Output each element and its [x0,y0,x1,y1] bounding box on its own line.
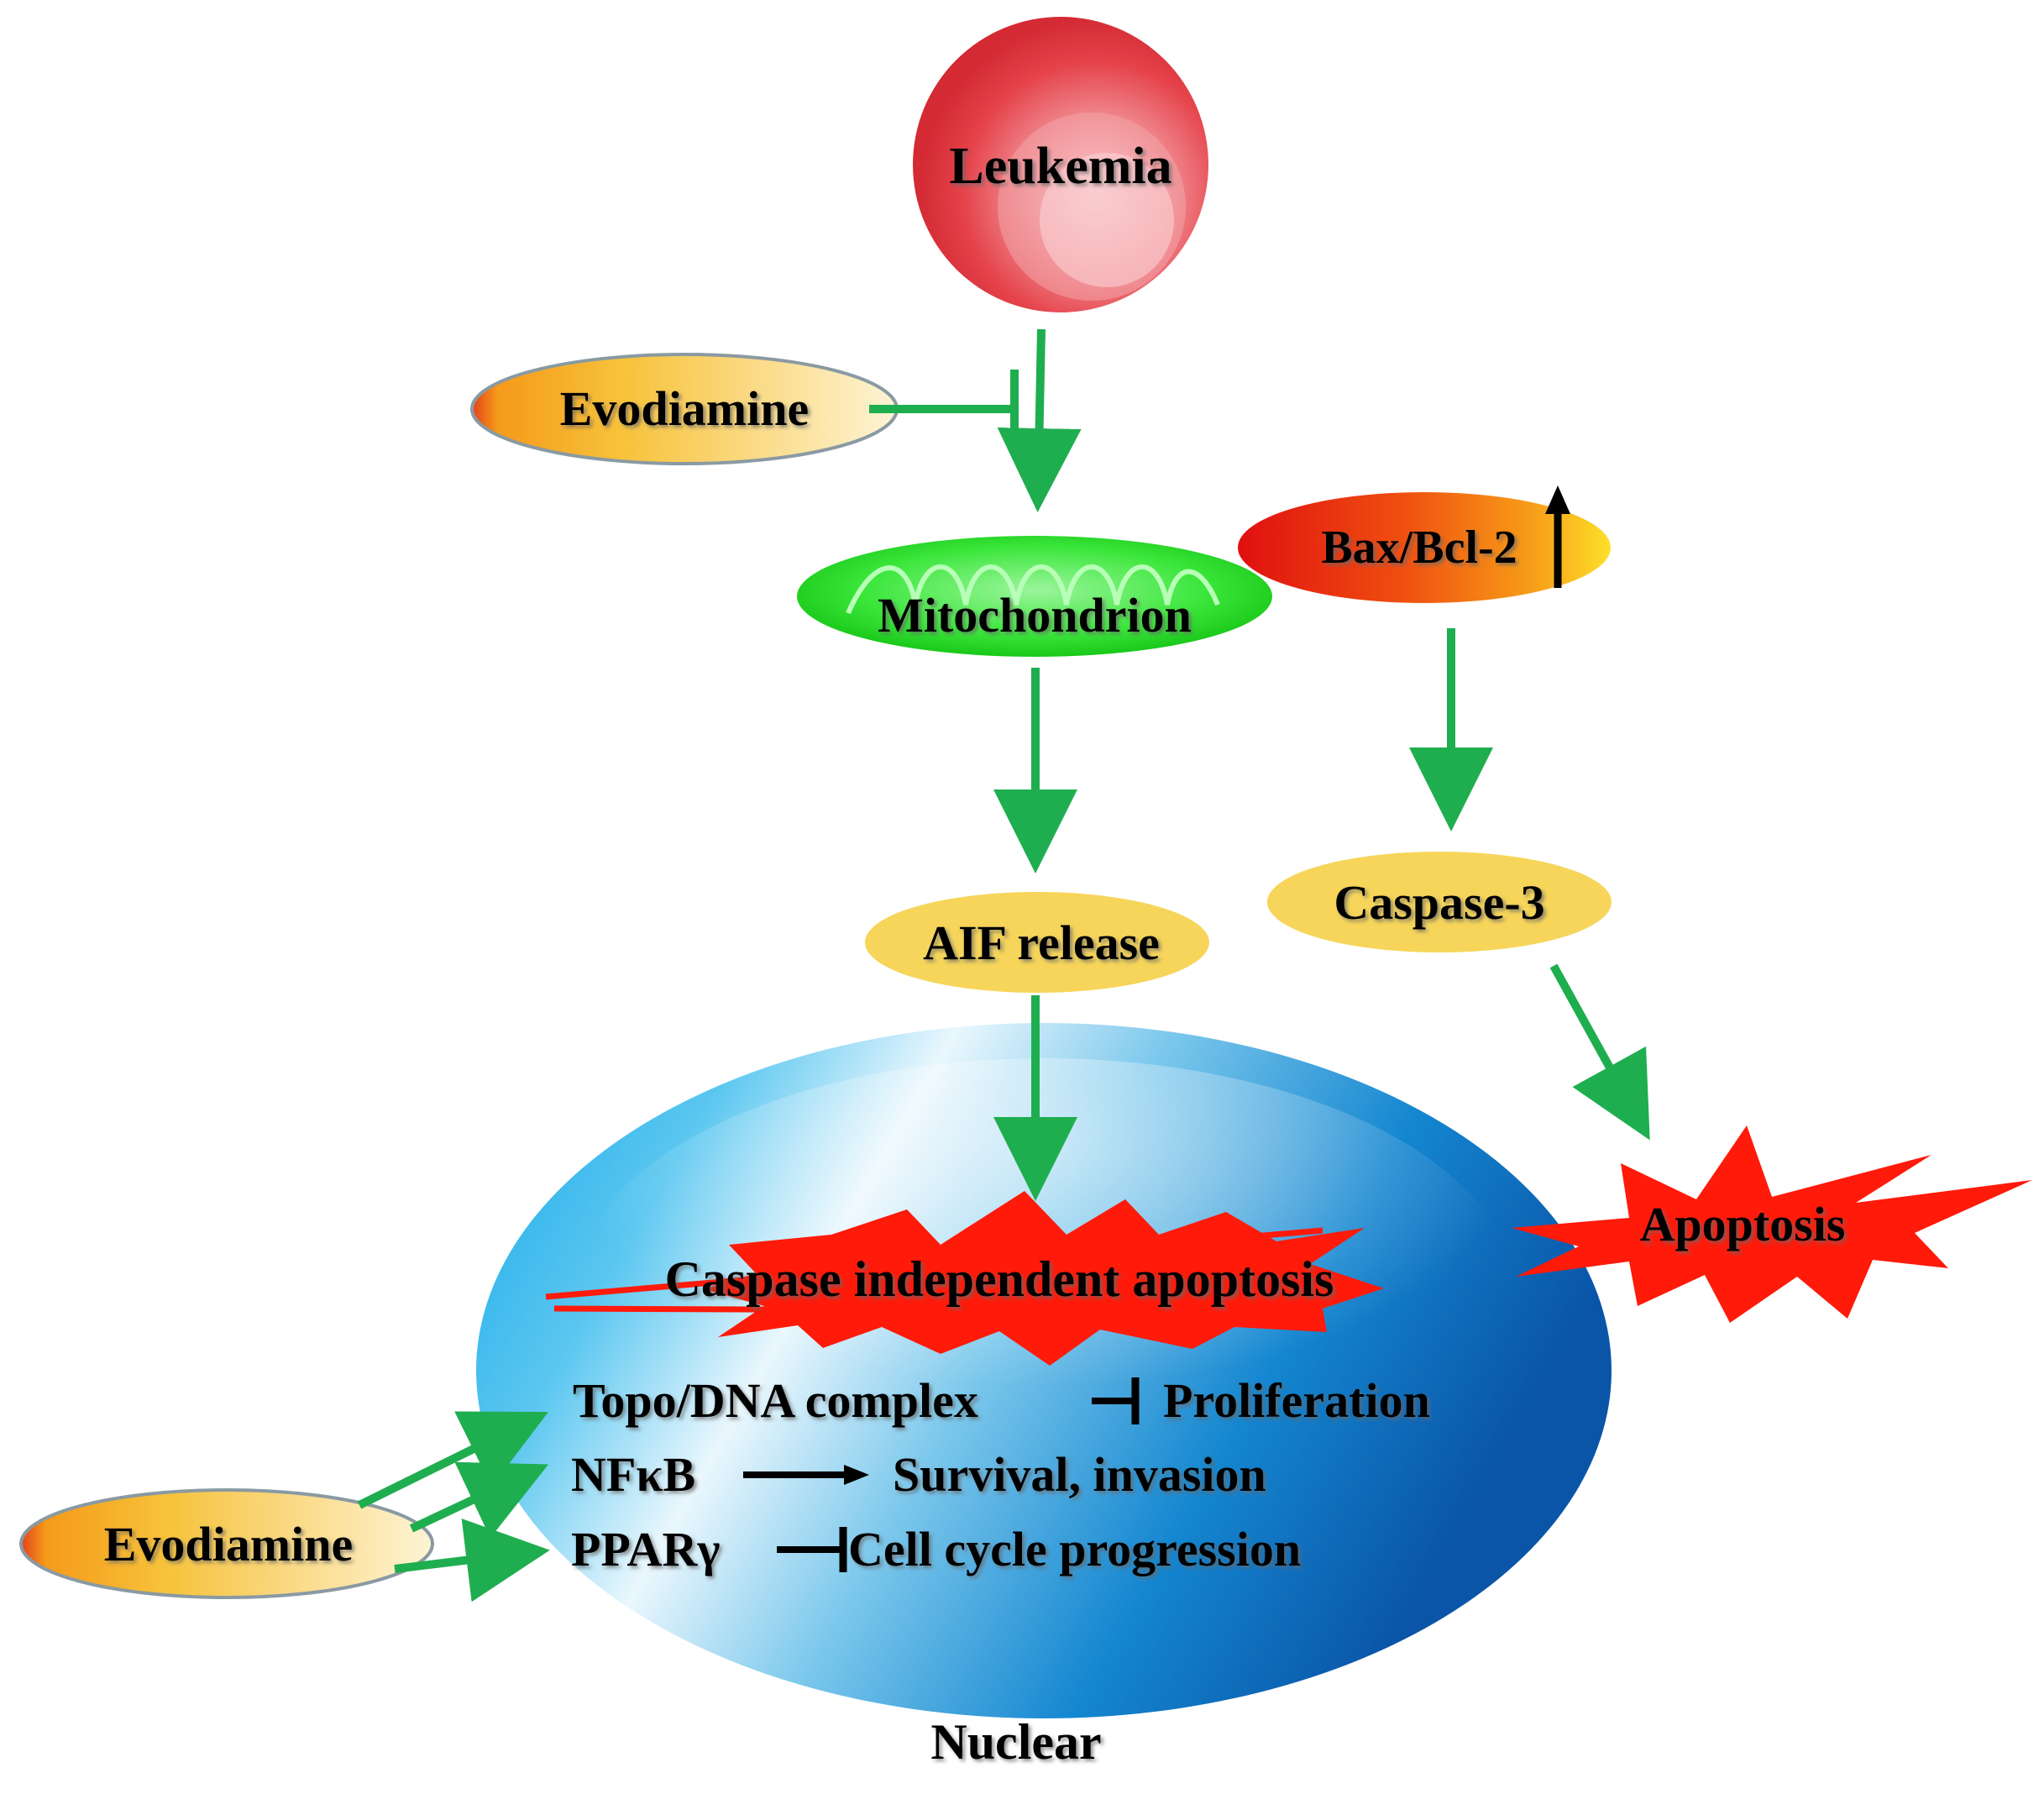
ppar-gamma-label: PPARγ [571,1522,720,1576]
strike-line [545,1227,1323,1300]
evodiamine-top-label: Evodiamine [560,381,810,436]
aif-release-ellipse [865,892,1209,993]
topo-dna-complex-label: Topo/DNA complex [573,1373,978,1428]
bax-bcl2-ellipse [1238,492,1611,603]
arrow-evodiamine-to-topo [357,1411,548,1509]
mitochondrion-label: Mitochondrion [878,588,1192,643]
caspase-independent-label: Caspase independent apoptosis [665,1251,1334,1307]
apoptosis-label: Apoptosis [1640,1197,1846,1251]
cell-cycle-progression-label: Cell cycle progression [848,1522,1301,1576]
evodiamine-bottom-label: Evodiamine [104,1517,354,1571]
arrow-caspase3-to-apoptosis [1549,963,1650,1141]
leukemia-cell-inner-highlight [1040,153,1174,287]
nfkb-label: NFκB [571,1447,695,1502]
leukemia-label: Leukemia [949,138,1171,195]
caspase-independent-starburst [704,1191,1384,1366]
caspase3-ellipse [1267,852,1612,952]
proliferation-label: Proliferation [1163,1373,1430,1428]
caspase3-label: Caspase-3 [1334,875,1544,930]
aif-release-label: AIF release [923,915,1160,970]
arrow-evodiamine-to-ppar [394,1518,550,1603]
arrow-leukemia-to-mitochondrion [997,328,1082,512]
strike-line [553,1305,1323,1315]
mitochondrion-cristae [846,564,1220,615]
up-arrow-head [1545,485,1570,514]
arrow-evodiamine-to-nfkb [409,1461,549,1539]
activate-arrow-head-nfkb [844,1465,869,1485]
evodiamine-bottom-ellipse [19,1488,434,1599]
apoptosis-starburst [1512,1125,2032,1323]
survival-invasion-label: Survival, invasion [893,1447,1266,1502]
nuclear-label: Nuclear [930,1714,1101,1770]
bax-bcl2-label: Bax/Bcl-2 [1321,522,1517,574]
mitochondrion-ellipse [797,536,1272,657]
